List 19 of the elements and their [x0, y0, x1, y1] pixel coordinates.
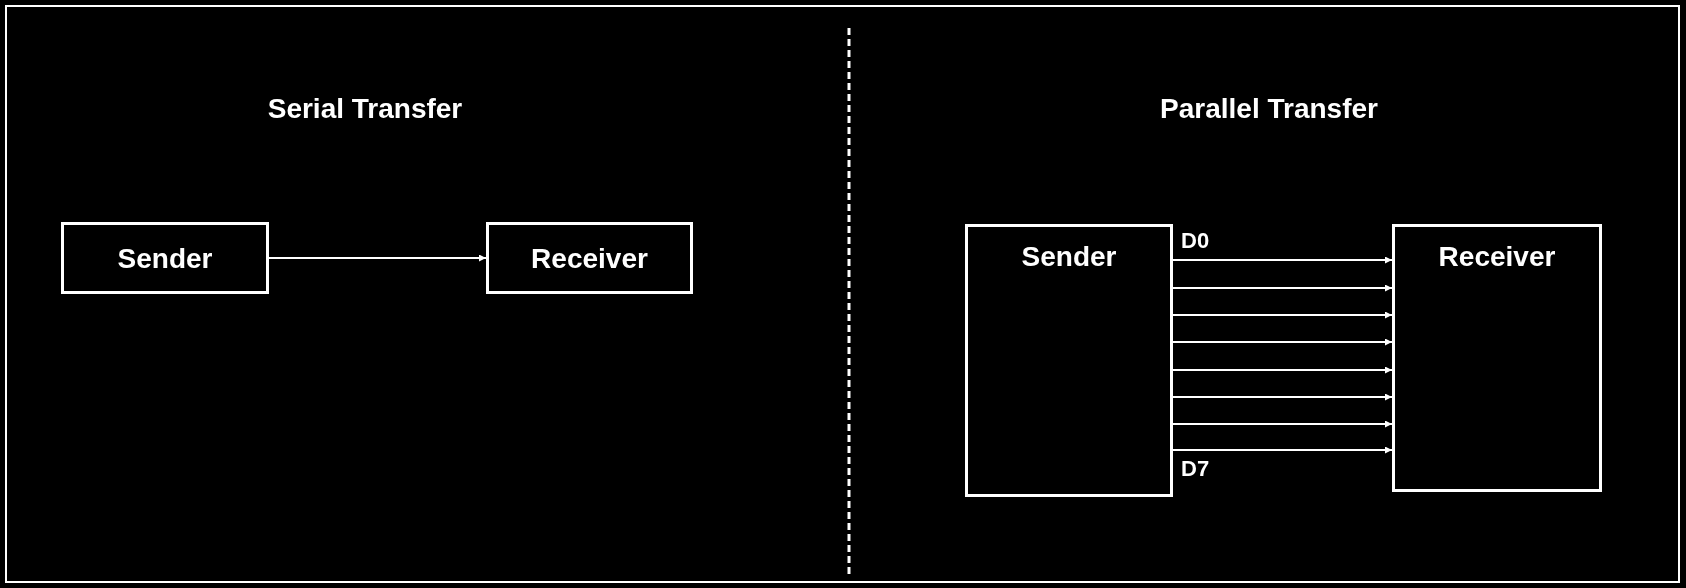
arrow	[1172, 338, 1393, 346]
section-title: Parallel Transfer	[1160, 92, 1378, 126]
box-label: Receiver	[1438, 240, 1556, 274]
arrow	[1172, 366, 1393, 374]
process-box	[61, 222, 269, 294]
box-label: Receiver	[531, 241, 648, 276]
arrow	[268, 254, 487, 262]
arrow	[1172, 256, 1393, 264]
section-title: Serial Transfer	[267, 92, 463, 126]
arrow	[1172, 311, 1393, 319]
process-box	[486, 222, 693, 294]
box-label: Sender	[117, 241, 213, 276]
box-label: Sender	[1021, 240, 1117, 274]
arrow	[1172, 284, 1393, 292]
arrow	[1172, 420, 1393, 428]
arrow	[1172, 393, 1393, 401]
process-box	[1392, 224, 1602, 492]
process-box	[965, 224, 1173, 497]
arrow	[1172, 446, 1393, 454]
